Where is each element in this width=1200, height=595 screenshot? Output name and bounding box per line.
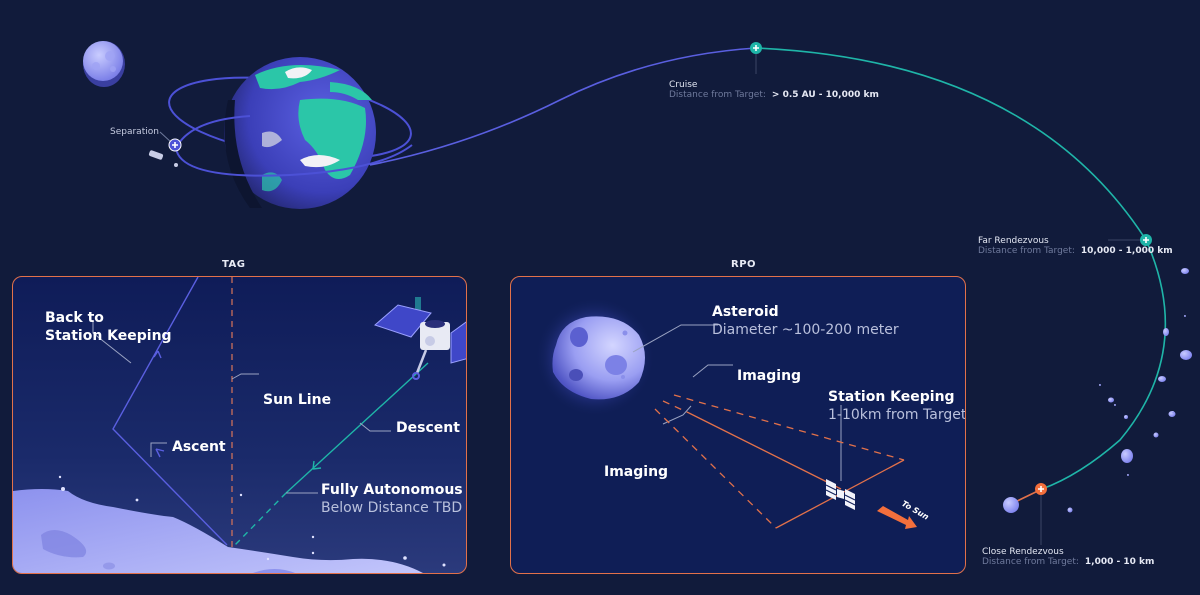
rpo-panel: To Sun Asteroid Diameter ~100-200 meter … <box>510 276 966 574</box>
cruise-marker[interactable] <box>750 42 762 54</box>
fully-autonomous-label: Fully Autonomous <box>321 482 463 498</box>
plus-icon <box>1038 486 1044 492</box>
far-rendezvous-label: Far Rendezvous <box>978 236 1049 246</box>
plus-icon <box>1143 237 1149 243</box>
station-keeping-title: Station Keeping <box>828 389 955 405</box>
tag-diagram <box>13 277 466 573</box>
rpo-panel-title: RPO <box>731 259 757 270</box>
plus-icon <box>753 45 759 51</box>
close-rendezvous-label: Close Rendezvous <box>982 547 1064 557</box>
asteroid-title: Asteroid <box>712 304 779 320</box>
asteroid-icon <box>552 316 645 400</box>
trajectory-rendezvous-path <box>755 47 1167 490</box>
tag-panel-title: TAG <box>222 259 246 270</box>
plus-icon <box>172 142 178 148</box>
separation-marker[interactable] <box>168 138 182 152</box>
station-keeping-callout: Station Keeping 1-10km from Target <box>828 388 966 424</box>
cruise-callout: Cruise Distance from Target: > 0.5 AU - 1… <box>669 80 879 100</box>
earth-orbit-front <box>175 144 413 177</box>
to-sun-arrow-icon <box>877 506 917 529</box>
far-rendezvous-distance-label: Distance from Target: <box>978 246 1075 256</box>
ascent-label: Ascent <box>172 439 226 455</box>
rocket-stage-icon <box>148 150 164 160</box>
asteroid-callout: Asteroid Diameter ~100-200 meter <box>712 303 899 339</box>
trajectory-cruise-path <box>369 47 757 166</box>
far-rendezvous-distance-value: 10,000 - 1,000 km <box>1080 246 1173 256</box>
earth-icon <box>224 57 376 209</box>
moon-icon <box>83 41 125 87</box>
asteroid-debris-field <box>1067 268 1192 513</box>
far-rendezvous-callout: Far Rendezvous Distance from Target: 10,0… <box>978 236 1173 256</box>
cruise-label: Cruise <box>669 80 698 90</box>
descent-label: Descent <box>396 420 460 436</box>
spacecraft-icon <box>374 297 466 380</box>
station-keeping-spacecraft-icon <box>825 479 856 510</box>
close-rendezvous-marker[interactable] <box>1035 483 1047 495</box>
target-asteroid-icon <box>1003 497 1019 513</box>
sun-line-label: Sun Line <box>263 392 332 408</box>
close-rendezvous-callout: Close Rendezvous Distance from Target: 1,… <box>982 547 1154 567</box>
station-keeping-range: 1-10km from Target <box>828 407 966 423</box>
back-to-station-keeping-label: Back to Station Keeping <box>45 310 172 344</box>
asteroid-diameter: Diameter ~100-200 meter <box>712 322 899 338</box>
imaging-upper-label: Imaging <box>737 368 802 384</box>
fully-autonomous-callout: Fully Autonomous Below Distance TBD <box>321 481 463 517</box>
asteroid-surface <box>13 489 423 573</box>
close-rendezvous-distance-value: 1,000 - 10 km <box>1084 557 1155 567</box>
below-distance-label: Below Distance TBD <box>321 500 463 516</box>
close-rendezvous-distance-label: Distance from Target: <box>982 557 1079 567</box>
ascent-path <box>112 277 228 546</box>
cruise-distance-label: Distance from Target: <box>669 90 766 100</box>
rpo-diagram: To Sun <box>535 297 931 529</box>
far-rendezvous-marker[interactable] <box>1140 234 1152 246</box>
separation-label: Separation <box>110 127 159 137</box>
descent-path <box>285 362 429 494</box>
tag-panel: Back to Station Keeping Sun Line Ascent … <box>12 276 467 574</box>
imaging-lower-label: Imaging <box>604 464 669 480</box>
cruise-distance-value: > 0.5 AU - 10,000 km <box>771 90 879 100</box>
